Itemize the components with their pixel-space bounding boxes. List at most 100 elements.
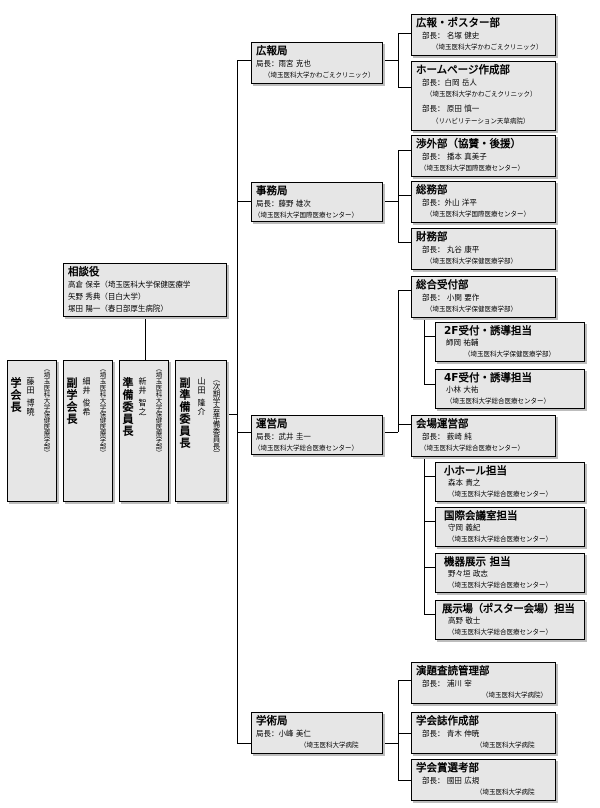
unit-title: 4F受付・誘導担当 [444, 372, 532, 384]
dept-review: 演題査読管理部 部長： 浦川 宰 （埼玉医科大学病院） [411, 662, 556, 704]
dept-affiliation: （リハビリテーション天草病院） [432, 117, 530, 125]
bureau-title: 学術局 [256, 715, 288, 727]
connector-line [424, 476, 435, 477]
unit-equipment: 機器展示 担当 野々垣 政志 （埼玉医科大学総合医療センター） [435, 553, 585, 593]
vice-prep-chair-name: 山田 隆介 [197, 377, 206, 417]
prep-chair-name: 新井 智之 [138, 377, 147, 417]
dept-head: 部長：外山 洋平 [422, 198, 477, 207]
dept-title: 渉外部（協賛・後援） [416, 138, 521, 150]
dept-title: 演題査読管理部 [416, 665, 490, 677]
connector-line [398, 33, 411, 34]
prep-chair-box: 準備委員長 新井 智之 （埼玉医科大学保健医療学部） [119, 360, 169, 502]
unit-affiliation: （埼玉医科大学総合医療センター） [448, 490, 552, 498]
connector-line [237, 60, 238, 743]
connector-line [237, 201, 251, 202]
unit-member: 野々垣 政志 [448, 569, 488, 578]
dept-head: 部長：白岡 岳人 [422, 78, 477, 87]
bureau-pr: 広報局 局長：雨宮 克也 （埼玉医科大学かわごえクリニック） [251, 42, 383, 84]
unit-title: 小ホール担当 [444, 465, 507, 477]
bureau-affiliation: （埼玉医科大学かわごえクリニック） [264, 71, 375, 79]
president-name: 藤田 博曉 [26, 377, 35, 417]
dept-affiliation: （埼玉医科大学かわごえクリニック） [426, 90, 537, 98]
connector-line [383, 60, 398, 61]
dept-head: 部長： 薮崎 純 [422, 432, 472, 441]
dept-affiliation: （埼玉医科大学国際医療センター） [426, 210, 530, 218]
dept-title: 総合受付部 [416, 279, 469, 291]
vice-president-box: 副学会長 細井 俊希 （埼玉医科大学保健医療学部） [63, 360, 113, 502]
dept-affiliation: （埼玉医科大学国際医療センター） [420, 164, 524, 172]
connector-line [424, 567, 435, 568]
dept-homepage: ホームページ作成部 部長：白岡 岳人 （埼玉医科大学かわごえクリニック） 部長：… [411, 61, 556, 131]
connector-line [398, 290, 399, 432]
advisors-title: 相談役 [68, 266, 100, 278]
president-box: 学会長 藤田 博曉 （埼玉医科大学保健医療学部） [7, 360, 57, 502]
connector-line [424, 521, 435, 522]
unit-title: 国際会議室担当 [444, 510, 518, 522]
bureau-affiliation: （埼玉医科大学総合医療センター） [254, 444, 358, 452]
dept-title: ホームページ作成部 [416, 64, 510, 76]
connector-line [398, 242, 411, 243]
dept-head: 部長： 青木 伸暁 [422, 729, 480, 738]
connector-line [398, 780, 411, 781]
dept-head: 部長： 小関 要作 [422, 293, 480, 302]
dept-reception: 総合受付部 部長： 小関 要作 （埼玉医科大学保健医療学部） [411, 276, 556, 318]
dept-title: 会場運営部 [416, 418, 469, 430]
connector-line [398, 33, 399, 87]
connector-line [237, 432, 251, 433]
connector-line [398, 290, 411, 291]
dept-affiliation: （埼玉医科大学保健医療学部） [426, 257, 517, 265]
unit-small-hall: 小ホール担当 森本 貴之 （埼玉医科大学総合医療センター） [435, 462, 585, 502]
connector-line [424, 455, 425, 614]
connector-line [398, 150, 399, 242]
bureau-operations: 運営局 局長：武井 圭一 （埼玉医科大学総合医療センター） [251, 415, 383, 455]
vice-president-name: 細井 俊希 [82, 377, 91, 417]
president-affiliation: （埼玉医科大学保健医療学部） [42, 365, 50, 456]
unit-reception-4f: 4F受付・誘導担当 小林 大祐 （埼玉医科大学総合医療センター） [435, 369, 585, 409]
bureau-title: 事務局 [256, 185, 288, 197]
connector-line [237, 60, 251, 61]
bureau-affiliation: （埼玉医科大学国際医療センター） [254, 211, 358, 219]
connector-line [424, 336, 435, 337]
advisor-name: 塚田 陽一（春日部厚生病院） [68, 304, 168, 313]
connector-line [145, 316, 146, 360]
connector-line [237, 743, 251, 744]
connector-line [383, 432, 398, 433]
unit-affiliation: （埼玉医科大学保健医療学部） [464, 350, 555, 358]
connector-line [398, 733, 411, 734]
dept-title: 財務部 [416, 231, 448, 243]
unit-member: 森本 貴之 [448, 478, 481, 487]
dept-head: 部長： 名塚 健史 [422, 31, 480, 40]
dept-poster: 広報・ポスター部 部長： 名塚 健史 （埼玉医科大学かわごえクリニック） [411, 14, 556, 56]
vice-president-affiliation: （埼玉医科大学保健医療学部） [98, 365, 106, 456]
unit-conference-room: 国際会議室担当 守岡 義紀 （埼玉医科大学総合医療センター） [435, 507, 585, 547]
connector-line [424, 384, 435, 385]
dept-title: 総務部 [416, 184, 448, 196]
bureau-head: 局長：武井 圭一 [256, 432, 311, 441]
connector-line [398, 680, 411, 681]
dept-title: 学会誌作成部 [416, 715, 479, 727]
dept-title: 学会賞選考部 [416, 762, 479, 774]
advisor-name: 矢野 秀典（目白大学） [68, 292, 146, 301]
advisors-box: 相談役 高倉 保幸（埼玉医科大学保健医療学 矢野 秀典（目白大学） 塚田 陽一（… [63, 263, 227, 317]
unit-exhibition: 展示場（ポスター会場）担当 高野 敬士 （埼玉医科大学総合医療センター） [435, 600, 585, 640]
connector-line [227, 414, 237, 415]
unit-title: 2F受付・誘導担当 [444, 325, 532, 337]
prep-chair-title: 準備委員長 [121, 377, 134, 437]
dept-award: 学会賞選考部 部長： 國田 広規 （埼玉医科大学病院 [411, 759, 556, 801]
connector-line [383, 201, 398, 202]
bureau-secretariat: 事務局 局長：藤野 雄次 （埼玉医科大学国際医療センター） [251, 182, 383, 222]
dept-head: 部長： 國田 広規 [422, 776, 480, 785]
vice-prep-chair-affiliation: （次期学会準備委員長） [212, 375, 221, 458]
vice-prep-chair-title: 副準備委員長 [178, 377, 191, 449]
bureau-academic: 学術局 局長：小峰 美仁 （埼玉医科大学病院 [251, 712, 383, 754]
dept-external: 渉外部（協賛・後援） 部長： 播本 真美子 （埼玉医科大学国際医療センター） [411, 135, 556, 177]
dept-head: 部長： 丸谷 康平 [422, 245, 480, 254]
connector-line [398, 195, 411, 196]
connector-line [424, 320, 425, 384]
unit-reception-2f: 2F受付・誘導担当 師岡 祐輔 （埼玉医科大学保健医療学部） [435, 322, 585, 362]
bureau-affiliation: （埼玉医科大学病院 [300, 741, 359, 749]
dept-affiliation: （埼玉医科大学病院 [476, 788, 535, 796]
dept-head: 部長： 浦川 宰 [422, 679, 472, 688]
unit-member: 師岡 祐輔 [446, 338, 479, 347]
dept-venue: 会場運営部 部長： 薮崎 純 （埼玉医科大学総合医療センター） [411, 415, 556, 457]
